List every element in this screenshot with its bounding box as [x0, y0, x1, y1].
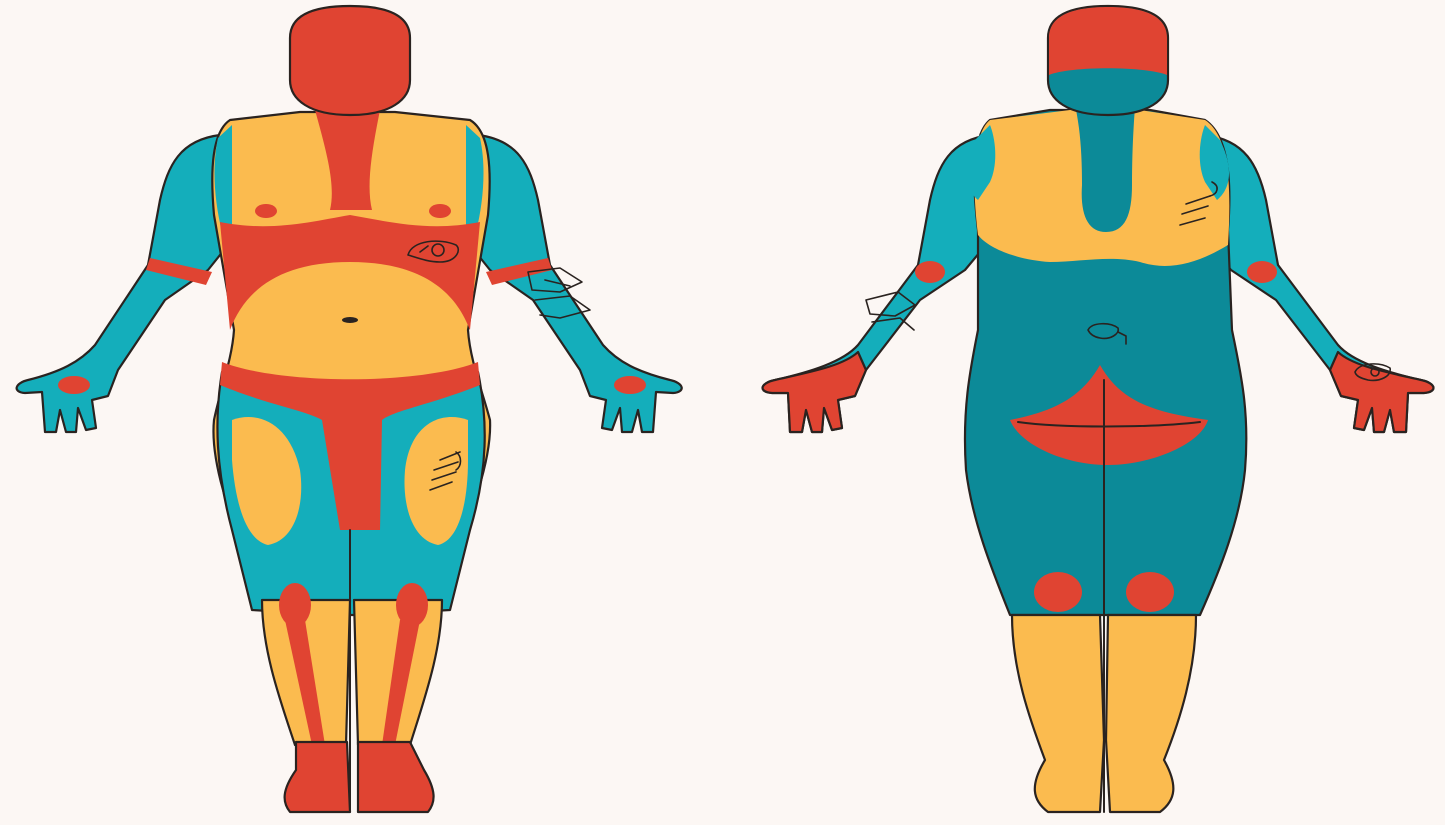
- front-right-palm-spot: [58, 376, 90, 394]
- front-head: [290, 6, 410, 115]
- back-left-hand: [763, 352, 866, 432]
- front-left-palm-spot: [614, 376, 646, 394]
- back-view: [763, 6, 1434, 812]
- back-left-knee-spot: [1034, 572, 1082, 612]
- front-navel: [342, 317, 358, 323]
- back-right-elbow-spot: [1247, 261, 1277, 283]
- back-left-elbow-spot: [915, 261, 945, 283]
- front-right-foot: [285, 742, 350, 812]
- back-right-knee-spot: [1126, 572, 1174, 612]
- back-head-red: [1049, 7, 1167, 75]
- back-right-calf: [1106, 615, 1196, 812]
- front-right-arm: [17, 135, 232, 432]
- front-right-nipple: [255, 204, 277, 218]
- front-left-arm: [466, 135, 682, 432]
- front-left-nipple: [429, 204, 451, 218]
- front-view: [17, 6, 682, 812]
- back-left-calf: [1012, 615, 1104, 812]
- front-left-foot: [358, 742, 434, 812]
